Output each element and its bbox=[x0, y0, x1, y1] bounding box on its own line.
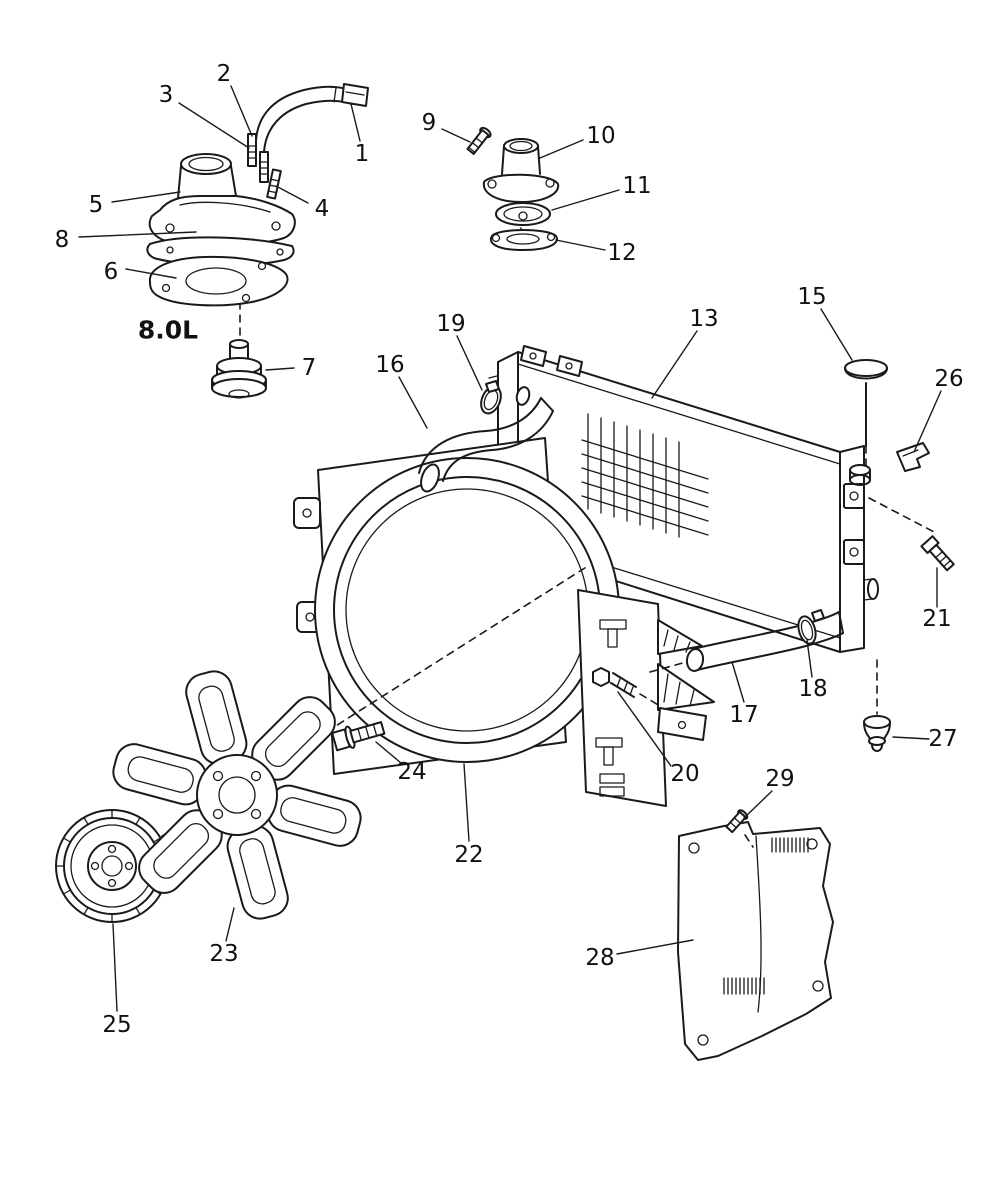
callout-16: 16 bbox=[375, 352, 405, 378]
splash-shield bbox=[677, 821, 834, 1061]
callout-28: 28 bbox=[585, 945, 615, 971]
callout-1: 1 bbox=[354, 141, 370, 167]
callout-4: 4 bbox=[314, 196, 330, 222]
callout-22: 22 bbox=[454, 842, 484, 868]
callout-15: 15 bbox=[797, 284, 827, 310]
callout-3: 3 bbox=[158, 82, 174, 108]
upper-radiator-hose bbox=[418, 375, 554, 493]
callout-27: 27 bbox=[928, 726, 958, 752]
callout-10: 10 bbox=[586, 123, 616, 149]
callout-29: 29 bbox=[765, 766, 795, 792]
lower-radiator-hose bbox=[649, 609, 844, 673]
retainer-clip bbox=[868, 442, 939, 535]
overflow-tube bbox=[844, 359, 888, 486]
engine-displacement-label: 8.0L bbox=[137, 315, 199, 345]
fan-blade-assembly bbox=[112, 670, 362, 920]
callout-21: 21 bbox=[922, 606, 952, 632]
thermostat-housing-assembly bbox=[146, 83, 369, 399]
callout-2: 2 bbox=[216, 61, 232, 87]
rubber-mount bbox=[863, 659, 891, 752]
callout-7: 7 bbox=[301, 355, 317, 381]
water-outlet-assembly bbox=[466, 126, 560, 253]
callout-12: 12 bbox=[607, 240, 637, 266]
mounting-bolt-21 bbox=[920, 535, 955, 572]
fan-shroud bbox=[293, 437, 620, 775]
callout-6: 6 bbox=[103, 259, 119, 285]
shield-screw-29 bbox=[725, 809, 754, 848]
fan-bolt-24 bbox=[331, 721, 386, 752]
radiator bbox=[497, 345, 879, 653]
callout-26: 26 bbox=[934, 366, 964, 392]
shroud-bolt-20 bbox=[592, 667, 661, 707]
callout-leader-lines bbox=[78, 85, 942, 1012]
callout-23: 23 bbox=[209, 941, 239, 967]
callout-9: 9 bbox=[421, 110, 437, 136]
callout-13: 13 bbox=[689, 306, 719, 332]
callout-8: 8 bbox=[54, 227, 70, 253]
callout-19: 19 bbox=[436, 311, 466, 337]
callout-5: 5 bbox=[88, 192, 104, 218]
callout-20: 20 bbox=[670, 761, 700, 787]
fan-clutch bbox=[55, 809, 222, 923]
callout-24: 24 bbox=[397, 759, 427, 785]
callout-11: 11 bbox=[622, 173, 652, 199]
callout-17: 17 bbox=[729, 702, 759, 728]
callout-18: 18 bbox=[798, 676, 828, 702]
callout-25: 25 bbox=[102, 1012, 132, 1038]
